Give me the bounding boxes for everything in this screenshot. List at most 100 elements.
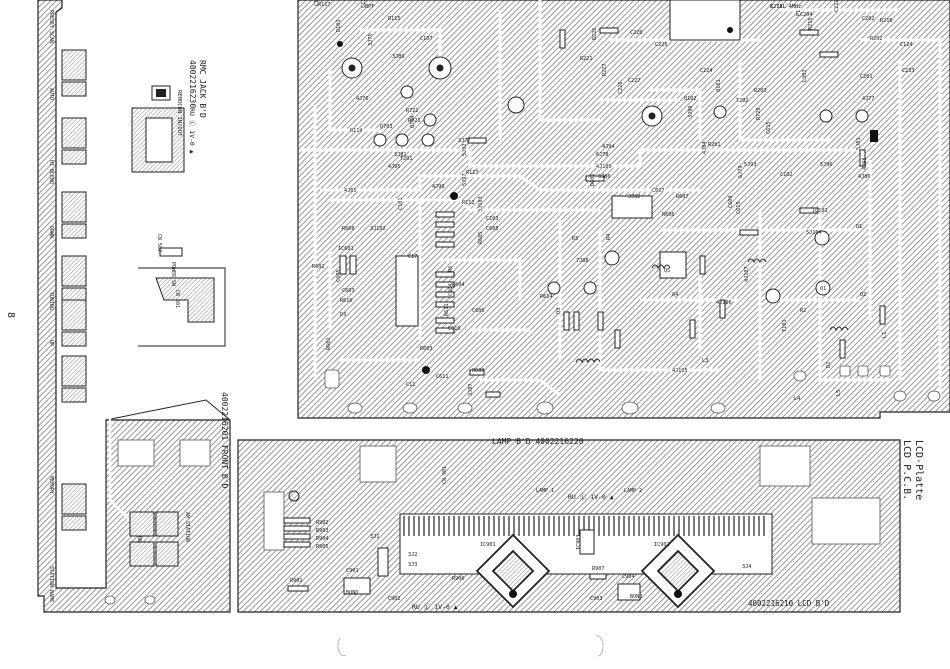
rmc-jack-board xyxy=(131,85,185,173)
main-label-99: Q5 xyxy=(664,268,670,274)
lcd-label-4: 3J1 xyxy=(370,534,379,540)
main-label-95: R614 xyxy=(540,294,553,300)
main-board-ics xyxy=(395,0,741,327)
main-board-resistors xyxy=(339,27,886,398)
main-board-coils xyxy=(575,258,849,364)
main-label-24: R203 xyxy=(754,88,767,94)
main-board-holes xyxy=(324,365,941,415)
main-label-79: R6 xyxy=(448,266,454,272)
front-button-label-1: AUTO xyxy=(48,88,54,100)
front-button-pad-5 xyxy=(61,355,87,387)
lamp-board-title: LAMP B'D 4002216220 xyxy=(492,437,584,446)
ul-mark-lamp: RU Ⓛ 1V-0 ▲ xyxy=(568,493,614,501)
front-button-pad-0 xyxy=(61,49,87,81)
front-button-label-2: HI BLEND xyxy=(48,160,54,184)
front-button-pad-6 xyxy=(61,483,87,515)
lamp1-label: LAMP 1 xyxy=(536,488,554,494)
main-label-2: C213 xyxy=(770,4,783,10)
main-label-37: Q704 xyxy=(410,116,416,129)
main-label-13: R215 xyxy=(808,18,814,31)
main-label-117: C11 xyxy=(406,382,415,388)
main-label-60: 6J80 xyxy=(598,174,611,180)
lcd-board xyxy=(237,439,901,613)
main-label-25: L302 xyxy=(802,70,808,83)
front-button-label-0: PRESET SCAN xyxy=(48,10,54,43)
lcd-board-title: 4002216210 LCD B'D xyxy=(748,599,830,608)
main-label-109: L5 xyxy=(836,390,842,396)
front-button-pad-2 xyxy=(61,191,87,223)
main-label-87: R610 xyxy=(340,298,353,304)
front-button-pads xyxy=(61,49,87,531)
main-label-112: 4J107 xyxy=(744,266,750,282)
main-label-38: 3J91 xyxy=(394,152,407,158)
main-label-43: 5J92 xyxy=(462,144,468,157)
main-label-119: BPF xyxy=(365,4,374,10)
main-label-31: 3J90 xyxy=(688,106,694,119)
lcd-label-0: R902 xyxy=(316,520,329,526)
main-label-48: 6J78 xyxy=(596,152,609,158)
main-label-15: C124 xyxy=(900,42,913,48)
main-label-83: C606 xyxy=(472,308,485,314)
front-button-label-5: UP xyxy=(48,340,54,346)
front-button-label-6: MEMORY xyxy=(48,476,54,494)
t101-outline xyxy=(659,251,687,279)
rmc-jack-title: RMC JACK B'D xyxy=(198,60,207,118)
main-label-66: R607 xyxy=(676,194,689,200)
main-label-34: R720 xyxy=(756,108,762,121)
lcd-label-13: C903 xyxy=(590,596,603,602)
main-label-91: R601 xyxy=(326,338,332,351)
main-label-106: L1 xyxy=(882,332,888,338)
rmc-jack-part: 4002216230 xyxy=(188,60,197,108)
main-label-111: 4J106 xyxy=(716,300,732,306)
main-label-46: 5J81 xyxy=(856,138,862,151)
lcd-label-16: BOND xyxy=(630,594,643,600)
main-label-62: 4J85 xyxy=(344,188,357,194)
cn501-label: CN 501 xyxy=(174,290,180,308)
main-label-41: R114 xyxy=(350,128,363,134)
station-button-pads xyxy=(129,511,179,567)
main-label-86: C603 xyxy=(342,288,355,294)
lcd-comb-pins xyxy=(403,516,765,536)
main-label-44: 4J94 xyxy=(602,144,615,150)
main-label-69: 3J102 xyxy=(370,226,386,232)
main-label-3: C204 xyxy=(800,12,813,18)
main-label-114: D1 xyxy=(856,224,862,230)
main-label-96: 7J88 xyxy=(576,258,589,264)
front-button-pad-4 xyxy=(61,299,87,331)
main-label-0: R117 xyxy=(318,2,331,8)
main-label-52: 4J98 xyxy=(862,158,868,171)
main-label-82: C604 xyxy=(448,284,454,297)
main-label-1: C121 xyxy=(361,0,367,8)
main-label-50: 5J93 xyxy=(744,162,757,168)
lcd-label-15: C904 xyxy=(622,574,635,580)
main-label-94: 3J87 xyxy=(468,384,474,397)
main-label-93: C611 xyxy=(436,374,449,380)
main-label-77: IC101 xyxy=(812,208,828,214)
main-label-75: C607 xyxy=(652,188,665,194)
front-button-pad-low-6 xyxy=(61,515,87,531)
main-board-traces xyxy=(300,0,942,400)
main-label-105: Q2 xyxy=(860,292,866,298)
front-button-pad-3 xyxy=(61,255,87,287)
main-label-92: R600 xyxy=(472,368,485,374)
main-label-67: C609 xyxy=(728,196,734,209)
main-label-74: R608 xyxy=(342,226,355,232)
main-label-5: C202 xyxy=(862,16,875,22)
front-button-pad-low-1 xyxy=(61,149,87,165)
main-board-black-pads xyxy=(337,27,878,374)
main-label-26: C201 xyxy=(860,74,873,80)
main-label-104: Q1 xyxy=(820,286,826,292)
front-button-pad-low-2 xyxy=(61,223,87,239)
lcd-label-3: R905 xyxy=(316,544,329,550)
main-label-113: 5J104 xyxy=(806,230,822,236)
main-label-33: 4J77 xyxy=(862,96,875,102)
front-button-label-4: TUNING xyxy=(48,292,54,310)
cn901-label: CN 901 xyxy=(442,466,448,484)
front-button-pad-low-5 xyxy=(61,387,87,403)
main-label-89: C610 xyxy=(448,326,461,332)
page-bottom-marks xyxy=(337,635,604,657)
power-sw-label: POWER SW xyxy=(170,262,176,287)
page-number: 8 xyxy=(5,312,16,318)
